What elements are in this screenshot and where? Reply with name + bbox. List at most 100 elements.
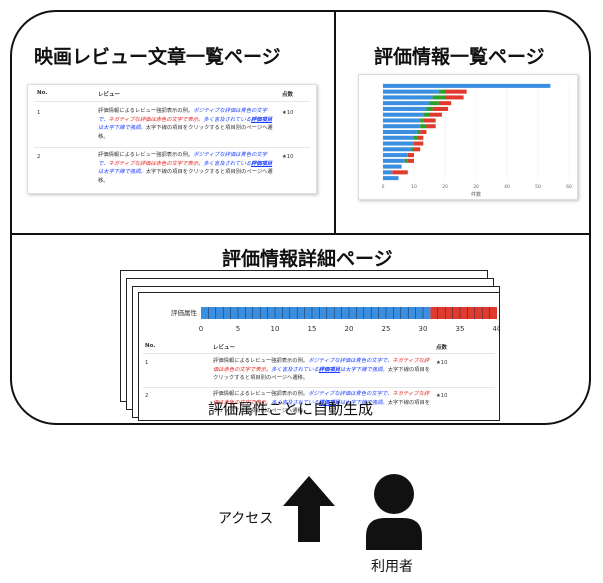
bar-segment-neutral <box>417 129 421 135</box>
x-tick-label: 10 <box>271 325 280 333</box>
x-tick-label: 35 <box>456 325 465 333</box>
review-row-text: 評価情報によるレビュー強調表示の例。ポジティブな評価は青色の文字で、ネガティブな… <box>98 108 273 140</box>
overview-bar-chart: 0 10 20 30 40 50 60 件数 <box>382 83 572 198</box>
bar-segment-neutral <box>429 101 439 106</box>
bar-segment-neutral <box>414 135 418 140</box>
bar-segment-negative <box>432 106 449 111</box>
bar-segment-positive <box>383 129 418 135</box>
bar-segment-neutral <box>420 124 427 129</box>
row-separator <box>143 387 495 388</box>
panel-divider-horizontal <box>12 233 589 235</box>
attribute-link[interactable]: 評価項目 <box>250 160 273 167</box>
review-list-title: 映画レビュー文章一覧ページ <box>34 46 281 68</box>
detail-table-header-no: No. <box>145 343 156 349</box>
bar-segment-negative <box>426 124 436 129</box>
bar-segment-positive <box>383 106 427 111</box>
bar-segment-neutral <box>432 95 445 100</box>
attribute-bar-negative <box>430 307 497 319</box>
detail-row-number: 2 <box>145 393 149 399</box>
bar-segment-positive <box>383 141 414 146</box>
bar-segment-neutral <box>438 89 445 94</box>
detail-row-score: ★10 <box>436 393 448 399</box>
bar-segment-positive <box>383 147 411 152</box>
attribute-link[interactable]: 評価項目 <box>318 366 340 373</box>
review-table-header-score: 点数 <box>282 92 294 98</box>
review-row-score: ★10 <box>282 154 294 160</box>
bar-segment-negative <box>407 153 414 158</box>
bar-segment-neutral <box>420 118 424 123</box>
review-table-header-no: No. <box>37 90 48 96</box>
bar-segment-positive <box>383 164 402 169</box>
review-row-number: 2 <box>37 154 41 160</box>
bar-segment-negative <box>417 135 424 140</box>
bar-segment-positive <box>383 95 433 100</box>
bar-segment-positive <box>383 135 414 140</box>
user-label: 利用者 <box>371 559 413 575</box>
bar-segment-neutral <box>426 106 433 111</box>
bar-segment-negative <box>445 89 467 94</box>
x-tick-label: 5 <box>236 325 240 333</box>
bar-segment-positive <box>383 153 408 158</box>
panel-divider-vertical <box>334 12 336 233</box>
detail-row-number: 1 <box>145 360 149 366</box>
review-table-header-review: レビュー <box>98 92 121 98</box>
x-tick-label: 0 <box>199 325 203 333</box>
row-separator <box>34 101 310 102</box>
bar-segment-neutral <box>423 112 430 117</box>
bar-segment-negative <box>445 95 464 100</box>
x-tick-label: 30 <box>473 184 479 190</box>
bar-segment-negative <box>414 141 424 146</box>
x-tick-label: 15 <box>308 325 317 333</box>
row-separator <box>143 353 495 354</box>
bar-segment-neutral <box>410 147 414 152</box>
rating-list-title: 評価情報一覧ページ <box>374 46 545 68</box>
detail-row-text: 評価情報によるレビュー強調表示の例。ポジティブな評価は青色の文字で、ネガティブな… <box>213 391 431 414</box>
access-label: アクセス <box>218 511 274 527</box>
access-arrow-icon <box>283 476 335 542</box>
bar-segment-positive <box>383 101 430 106</box>
bar-segment-negative <box>438 101 452 106</box>
detail-table-header-score: 点数 <box>436 345 448 351</box>
review-row-text: 評価情報によるレビュー強調表示の例。ポジティブな評価は青色の文字で、ネガティブな… <box>98 152 273 184</box>
detail-row-score: ★10 <box>436 360 448 366</box>
bar-segment-positive <box>383 176 399 181</box>
bar-segment-positive <box>383 112 424 117</box>
review-list-screenshot: No. レビュー 点数 1 評価情報によるレビュー強調表示の例。ポジティブな評価… <box>27 84 317 194</box>
attribute-label: 評価属性 <box>171 308 198 317</box>
x-axis-label: 件数 <box>471 191 481 198</box>
x-tick-label: 50 <box>535 184 541 190</box>
bar-segment-negative <box>420 129 427 135</box>
attribute-link[interactable]: 評価項目 <box>318 399 340 406</box>
bar-segment-positive <box>383 83 551 88</box>
x-tick-label: 20 <box>442 184 448 190</box>
bar-segment-negative <box>429 112 442 117</box>
x-tick-label: 10 <box>411 184 417 190</box>
user-icon <box>366 474 422 550</box>
bar-segment-negative <box>407 158 414 163</box>
bar-segment-negative <box>423 118 436 123</box>
x-tick-label: 40 <box>504 184 510 190</box>
attribute-link[interactable]: 評価項目 <box>250 116 273 123</box>
x-tick-label: 60 <box>566 184 572 190</box>
pages-container: 映画レビュー文章一覧ページ No. レビュー 点数 1 評価情報によるレビュー強… <box>10 10 591 425</box>
x-tick-label: 25 <box>382 325 391 333</box>
x-tick-label: 40 <box>493 325 499 333</box>
detail-table-header-review: レビュー <box>213 345 236 351</box>
row-separator <box>34 147 310 148</box>
bar-segment-positive <box>383 124 421 129</box>
x-tick-label: 20 <box>345 325 354 333</box>
bar-segment-positive <box>383 118 421 123</box>
rating-list-screenshot: 0 10 20 30 40 50 60 件数 <box>358 74 578 200</box>
x-tick-label: 0 <box>382 184 385 190</box>
bar-segment-positive <box>383 158 405 163</box>
review-row-number: 1 <box>37 110 41 116</box>
bar-segment-neutral <box>404 158 408 163</box>
auto-generate-caption: 評価属性ごとに自動生成 <box>208 400 374 418</box>
rating-detail-title: 評価情報詳細ページ <box>222 248 393 270</box>
x-tick-label: 30 <box>419 325 428 333</box>
bar-segment-negative <box>414 147 421 152</box>
review-row-score: ★10 <box>282 110 294 116</box>
detail-row-text: 評価情報によるレビュー強調表示の例。ポジティブな評価は青色の文字で、ネガティブな… <box>213 358 431 381</box>
